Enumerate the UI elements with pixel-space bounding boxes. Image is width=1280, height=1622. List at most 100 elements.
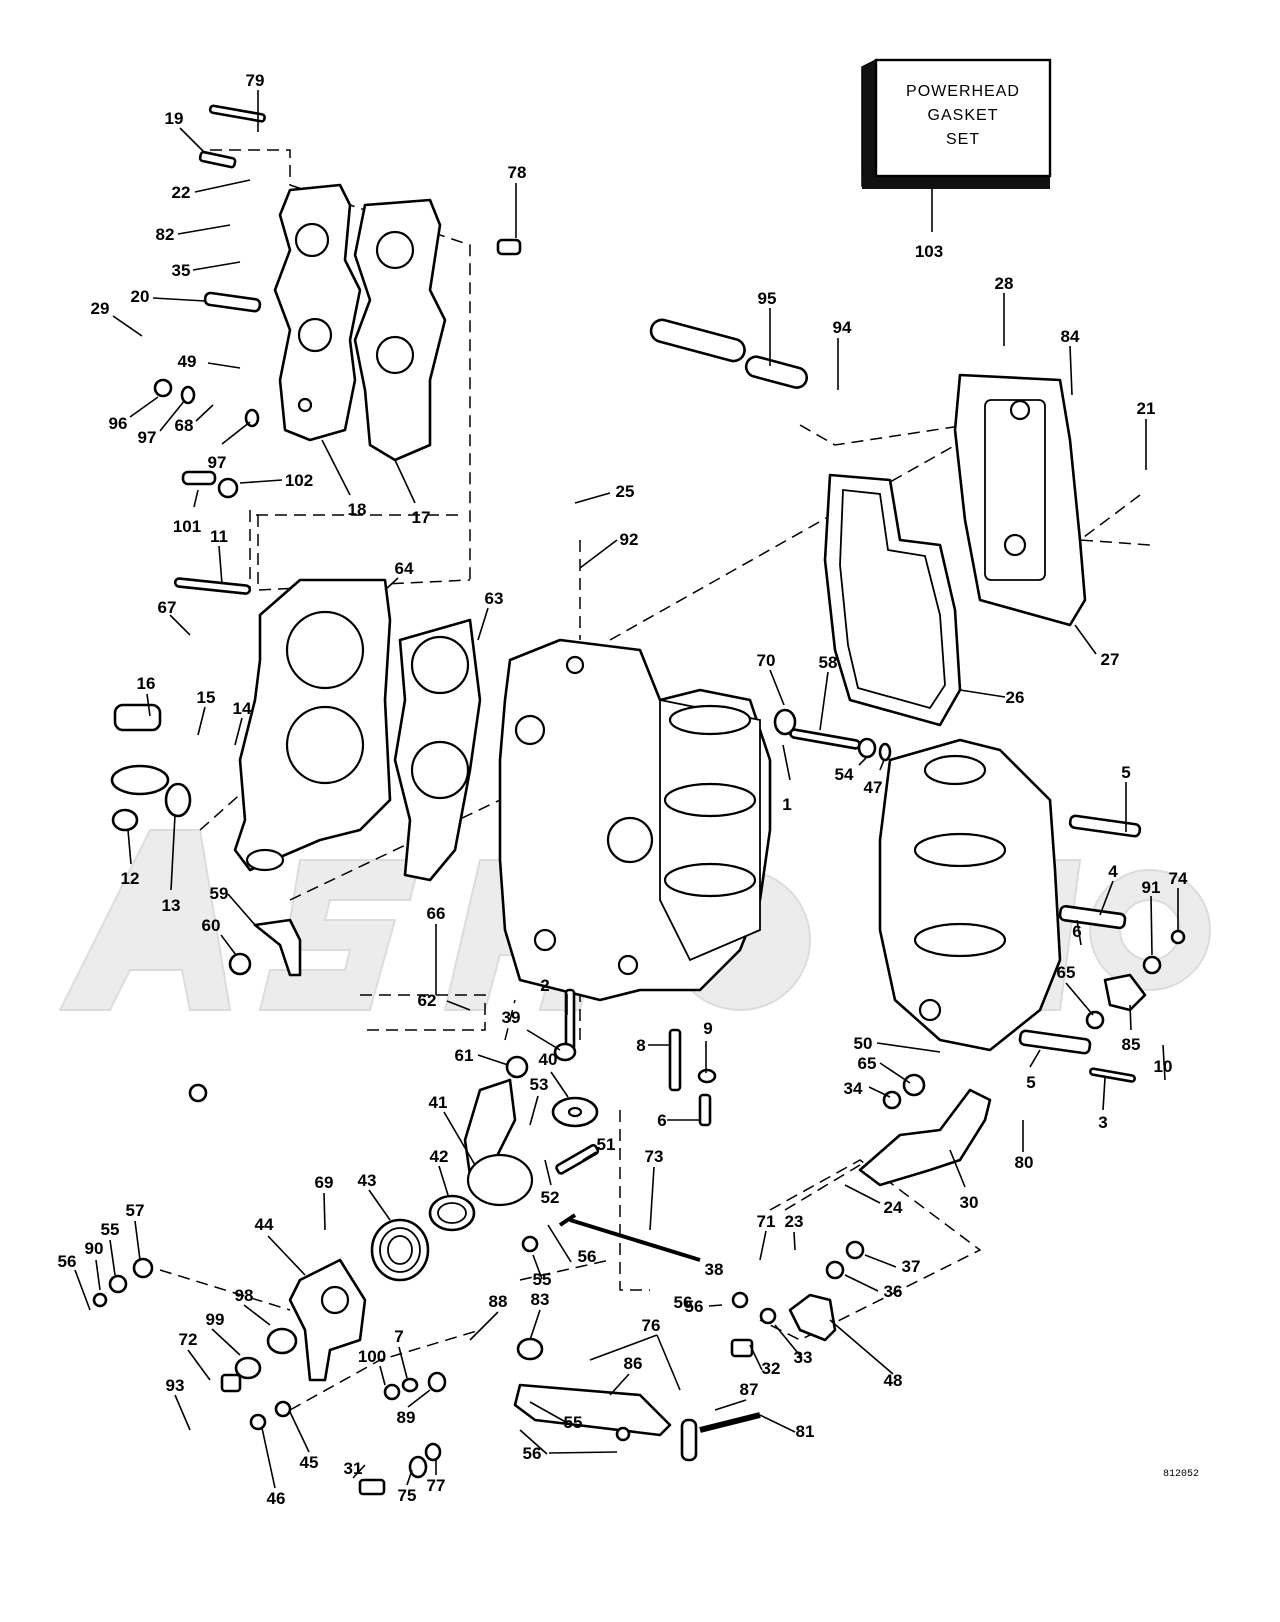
- assembly-lines: [159, 149, 1151, 1411]
- callout-94: 94: [833, 318, 852, 337]
- ring-42: [428, 1194, 476, 1232]
- callout-27: 27: [1101, 650, 1120, 669]
- exhaust-cover-27: [953, 373, 1087, 627]
- callout-84: 84: [1061, 327, 1080, 346]
- box-label-line-3: SET: [946, 131, 980, 148]
- callout-64: 64: [395, 559, 414, 578]
- callout-86: 86: [624, 1354, 643, 1373]
- crankcase-block: [498, 638, 772, 1002]
- callout-56b: 56: [685, 1297, 704, 1316]
- callout-38: 38: [705, 1260, 724, 1279]
- callout-43: 43: [358, 1171, 377, 1190]
- callout-92: 92: [620, 530, 639, 549]
- callout-78: 78: [508, 163, 527, 182]
- callout-5b: 5: [1026, 1073, 1035, 1092]
- arm-30: [858, 1088, 992, 1187]
- gasket-26: [823, 473, 962, 727]
- callout-50: 50: [854, 1034, 873, 1053]
- callout-55a: 55: [533, 1270, 552, 1289]
- callout-2: 2: [540, 976, 549, 995]
- callout-32: 32: [762, 1359, 781, 1378]
- hardware: [92, 104, 1186, 1496]
- callout-65b: 65: [858, 1054, 877, 1073]
- callout-34: 34: [844, 1079, 863, 1098]
- callout-88: 88: [489, 1292, 508, 1311]
- callout-58: 58: [819, 653, 838, 672]
- callout-85: 85: [1122, 1035, 1141, 1054]
- crankcase-cover-half: [878, 738, 1062, 1052]
- callout-54: 54: [835, 765, 854, 784]
- callout-56d: 56: [523, 1444, 542, 1463]
- callout-6a: 6: [1072, 922, 1081, 941]
- callout-5a: 5: [1121, 763, 1130, 782]
- callout-31: 31: [344, 1459, 363, 1478]
- callout-83: 83: [531, 1290, 550, 1309]
- callout-65a: 65: [1057, 963, 1076, 982]
- callout-22: 22: [172, 183, 191, 202]
- callout-62: 62: [418, 991, 437, 1010]
- callout-29: 29: [91, 299, 110, 318]
- callout-99: 99: [206, 1310, 225, 1329]
- callout-21: 21: [1137, 399, 1156, 418]
- washer-40: [551, 1096, 599, 1128]
- rod-73: [558, 1213, 701, 1262]
- leader-lines: [74, 90, 1179, 1489]
- anode-12: [111, 808, 139, 832]
- callout-10: 10: [1154, 1057, 1173, 1076]
- callout-39: 39: [502, 1008, 521, 1027]
- callout-91: 91: [1142, 878, 1161, 897]
- callout-6b: 6: [657, 1111, 666, 1130]
- callout-45: 45: [300, 1453, 319, 1472]
- callout-56a: 56: [578, 1247, 597, 1266]
- callout-49: 49: [178, 352, 197, 371]
- callouts: 79 19 22 82 35 20 29 49 96 97 68 97 101 …: [58, 71, 1188, 1508]
- callout-18: 18: [348, 500, 367, 519]
- callout-57: 57: [126, 1201, 145, 1220]
- callout-71: 71: [757, 1212, 776, 1231]
- callout-93: 93: [166, 1376, 185, 1395]
- callout-19: 19: [165, 109, 184, 128]
- callout-59: 59: [210, 884, 229, 903]
- callout-80: 80: [1015, 1153, 1034, 1172]
- callout-23: 23: [785, 1212, 804, 1231]
- bracket-59: [253, 918, 302, 977]
- shaft-81: [680, 1412, 761, 1462]
- callout-13: 13: [162, 896, 181, 915]
- spring-43: [370, 1218, 430, 1282]
- callout-15: 15: [197, 688, 216, 707]
- thermostat-parts: [110, 703, 192, 818]
- callout-76: 76: [642, 1316, 661, 1335]
- callout-55b: 55: [101, 1220, 120, 1239]
- callout-97b: 97: [208, 453, 227, 472]
- linkage-86: [513, 1383, 672, 1437]
- callout-51: 51: [597, 1135, 616, 1154]
- callout-44: 44: [255, 1215, 274, 1234]
- bracket-48: [788, 1293, 837, 1342]
- powerhead-gasket-set-box: POWERHEAD GASKET SET: [861, 58, 1052, 232]
- cam-44: [288, 1258, 367, 1382]
- callout-24: 24: [884, 1198, 903, 1217]
- callout-1: 1: [782, 795, 791, 814]
- callout-68: 68: [175, 416, 194, 435]
- callout-20: 20: [131, 287, 150, 306]
- callout-89: 89: [397, 1408, 416, 1427]
- callout-66: 66: [427, 904, 446, 923]
- callout-60: 60: [202, 916, 221, 935]
- callout-14: 14: [233, 699, 252, 718]
- tube-95: [649, 318, 809, 389]
- callout-41: 41: [429, 1093, 448, 1112]
- callout-96: 96: [109, 414, 128, 433]
- callout-4: 4: [1108, 862, 1118, 881]
- callout-101: 101: [173, 517, 201, 536]
- callout-87: 87: [740, 1380, 759, 1399]
- callout-33: 33: [794, 1348, 813, 1367]
- callout-55c: 55: [564, 1413, 583, 1432]
- callout-7: 7: [394, 1327, 403, 1346]
- callout-30: 30: [960, 1193, 979, 1212]
- callout-53: 53: [530, 1075, 549, 1094]
- callout-52: 52: [541, 1188, 560, 1207]
- callout-35: 35: [172, 261, 191, 280]
- callout-103: 103: [915, 242, 943, 261]
- callout-46: 46: [267, 1489, 286, 1508]
